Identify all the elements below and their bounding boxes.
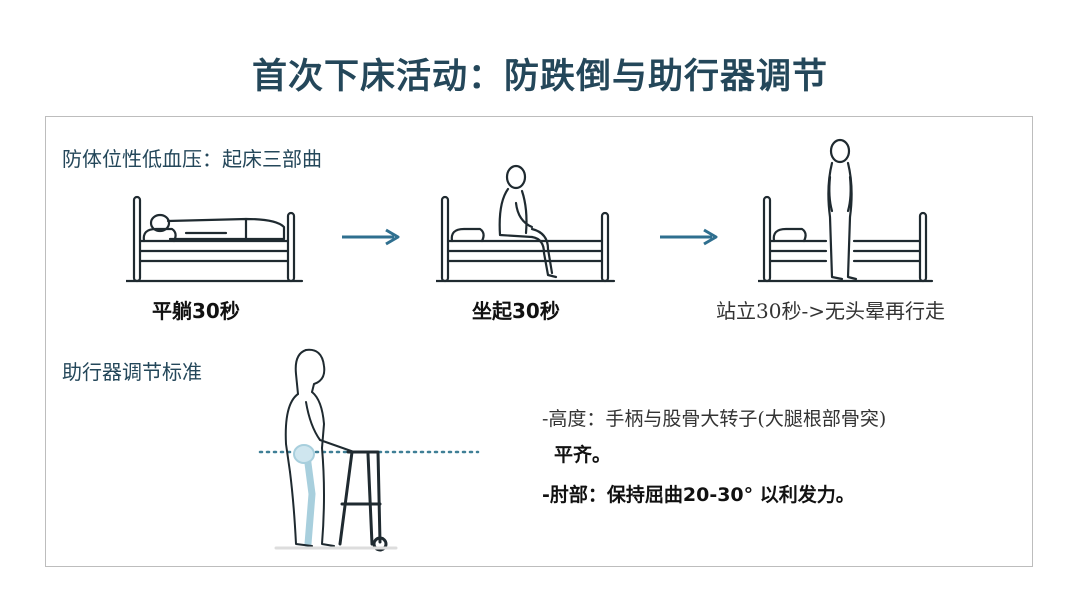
elbow-standard: -肘部：保持屈曲20-30° 以利发力。	[542, 484, 855, 506]
arrow-right-icon	[660, 228, 718, 246]
arrow-right-icon	[342, 228, 400, 246]
step-label-standing: 站立30秒->无头晕再行走	[716, 299, 945, 323]
step-label-lying: 平躺30秒	[152, 299, 240, 323]
height-standard-line1: -高度：手柄与股骨大转子(大腿根部骨突)	[542, 408, 887, 430]
height-standard-line2: 平齐。	[554, 444, 612, 466]
walker-adjustment-panel: 助行器调节标准 -高度：手柄与股骨大转子(大腿根部骨突) 平齐。 -肘部：保持屈…	[45, 332, 1033, 567]
page-title: 首次下床活动：防跌倒与助行器调节	[251, 57, 828, 97]
sit-up-steps-panel: 防体位性低血压：起床三部曲	[45, 116, 1033, 334]
person-lying-icon	[126, 195, 304, 283]
section-heading-walker: 助行器调节标准	[62, 360, 202, 384]
person-sitting-icon	[436, 164, 616, 283]
step-label-sitting: 坐起30秒	[472, 299, 560, 323]
person-with-walker-icon	[258, 348, 480, 552]
person-standing-icon	[758, 138, 934, 283]
section-heading-hypotension: 防体位性低血压：起床三部曲	[62, 147, 322, 171]
